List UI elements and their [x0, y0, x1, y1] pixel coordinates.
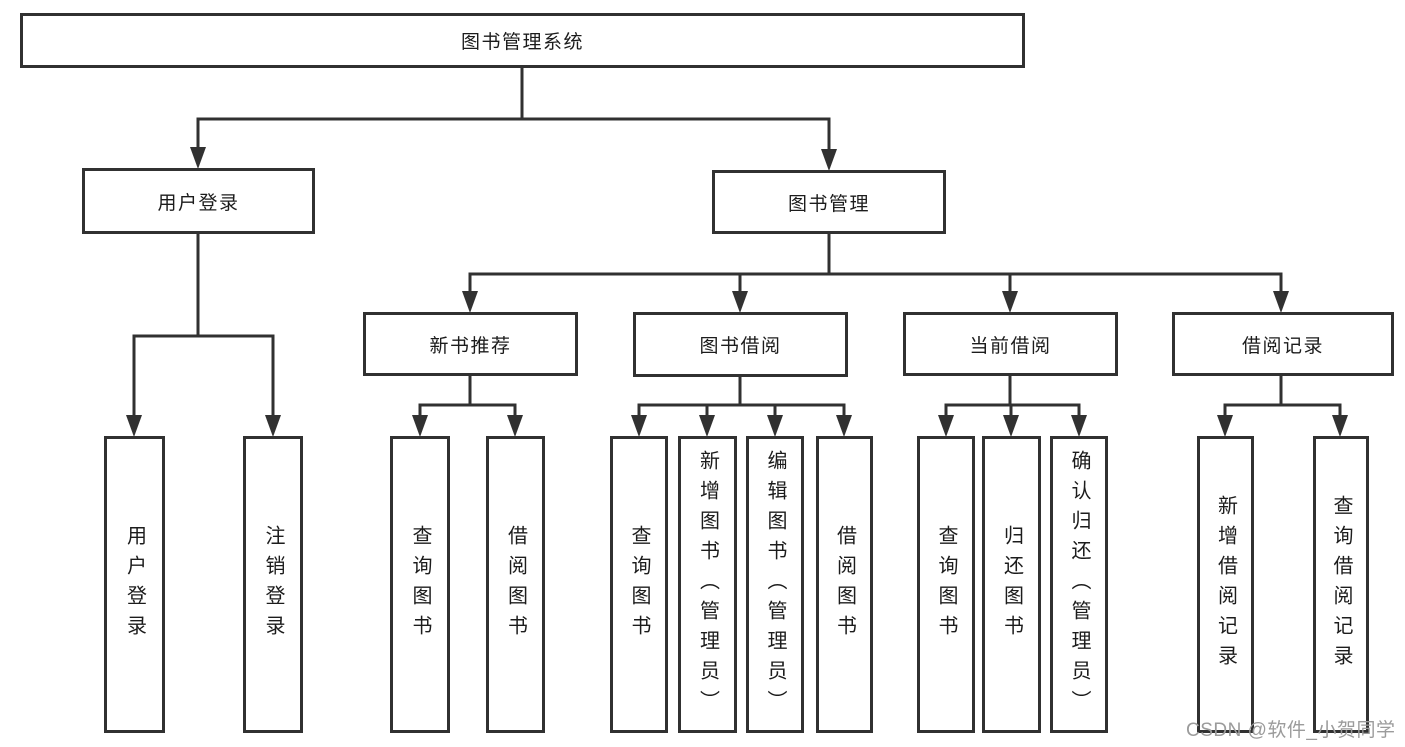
node-user-login: 用户登录 [82, 168, 315, 234]
node-label: 图书管理 [787, 193, 870, 215]
node-current-borrowing: 当前借阅 [903, 312, 1118, 376]
leaf-add-book-admin: 新增图书（管理员） [678, 436, 737, 733]
leaf-label: 借阅图书 [504, 524, 527, 645]
node-label: 图书管理系统 [460, 32, 584, 53]
node-label: 图书借阅 [699, 336, 782, 357]
leaf-label: 注销登录 [262, 524, 284, 645]
leaf-query-books-current: 查询图书 [917, 436, 975, 733]
leaf-query-books-borrowing: 查询图书 [610, 436, 668, 733]
leaf-label: 确认归还（管理员） [1068, 449, 1090, 720]
node-label: 新书推荐 [429, 335, 512, 357]
node-borrowing-records: 借阅记录 [1172, 312, 1394, 376]
leaf-query-borrow-record: 查询借阅记录 [1313, 436, 1369, 733]
leaf-label: 归还图书 [1000, 524, 1023, 645]
node-book-borrowing: 图书借阅 [633, 312, 848, 377]
leaf-label: 查询借阅记录 [1330, 494, 1352, 675]
arrowheads [126, 147, 1348, 437]
leaf-edit-book-admin: 编辑图书（管理员） [746, 436, 804, 733]
leaf-label: 借阅图书 [833, 524, 856, 645]
node-label: 借阅记录 [1241, 335, 1324, 357]
leaf-borrow-books-recommend: 借阅图书 [486, 436, 545, 733]
connector-strokes [132, 67, 1342, 420]
leaf-label: 查询图书 [628, 524, 650, 645]
node-label: 当前借阅 [969, 335, 1052, 357]
node-new-book-recommend: 新书推荐 [363, 312, 578, 376]
leaf-label: 用户登录 [123, 524, 146, 645]
leaf-logout: 注销登录 [243, 436, 303, 733]
node-library-management-system: 图书管理系统 [20, 13, 1025, 68]
leaf-return-books: 归还图书 [982, 436, 1041, 733]
node-book-management: 图书管理 [712, 170, 946, 234]
leaf-label: 编辑图书（管理员） [764, 449, 786, 720]
leaf-label: 查询图书 [409, 524, 431, 645]
leaf-user-login: 用户登录 [104, 436, 165, 733]
leaf-label: 新增图书（管理员） [696, 449, 719, 720]
leaf-query-books-recommend: 查询图书 [390, 436, 450, 733]
leaf-label: 查询图书 [935, 524, 957, 645]
leaf-borrow-books-borrowing: 借阅图书 [816, 436, 873, 733]
watermark: CSDN @软件_小贺同学 [1186, 720, 1396, 741]
leaf-confirm-return-admin: 确认归还（管理员） [1050, 436, 1108, 733]
leaf-label: 新增借阅记录 [1214, 494, 1237, 675]
leaf-add-borrow-record: 新增借阅记录 [1197, 436, 1254, 733]
node-label: 用户登录 [157, 192, 240, 214]
